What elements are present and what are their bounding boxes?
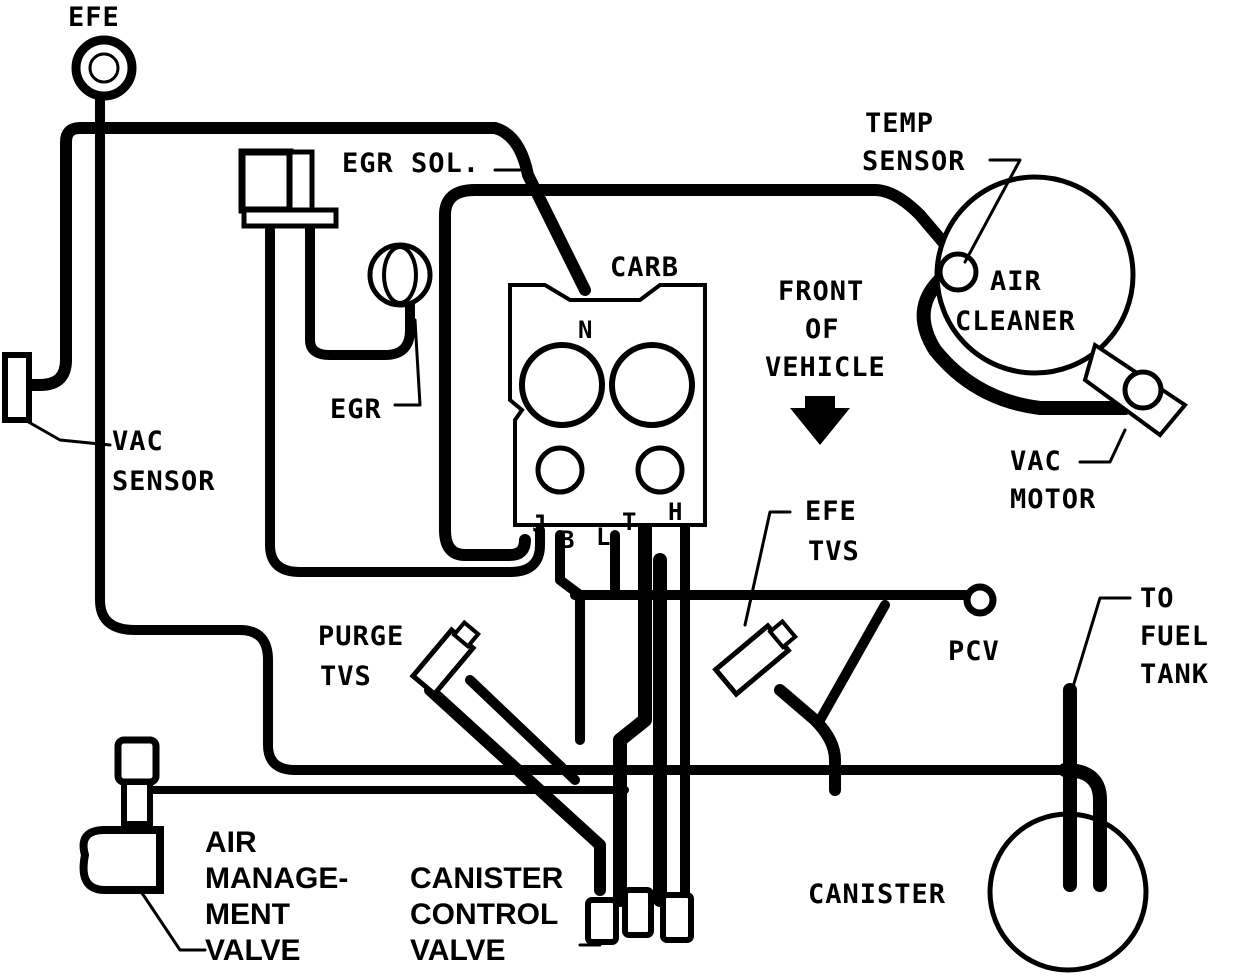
temp-sensor-port — [937, 251, 979, 293]
leader-temp-sensor — [963, 158, 1022, 264]
port-h: H — [668, 498, 682, 526]
front-arrow-icon — [790, 408, 850, 445]
amv-stem — [121, 779, 153, 827]
label-front: FRONT — [778, 276, 864, 307]
carburetor — [508, 283, 707, 527]
efe-inner-circle — [88, 52, 120, 84]
label-egr-sol: EGR SOL. — [342, 148, 480, 179]
leader-vac-sensor — [23, 418, 112, 447]
ccv-port-left — [585, 897, 619, 945]
label-purge-tvs-2: TVS — [320, 661, 372, 692]
hose-egr-sol-j — [265, 225, 545, 577]
vac-motor-circle — [1122, 369, 1164, 411]
hose-pcv-branch — [815, 600, 890, 725]
egr-sol-body — [238, 148, 294, 214]
hose-snorkel — [916, 273, 1132, 415]
label-ccv-2: CONTROL — [410, 898, 558, 931]
efe-tvs-cap — [767, 618, 799, 650]
efe-component — [71, 35, 137, 101]
leader-lines — [23, 158, 1132, 952]
egr-sol-side — [287, 149, 315, 213]
ccv-port-right — [660, 892, 694, 943]
label-amv-2: MANAGE- — [205, 862, 348, 895]
carb-bore-right — [609, 342, 695, 428]
label-carb: CARB — [610, 252, 679, 283]
amv-body — [79, 826, 164, 894]
efe-tvs — [712, 618, 799, 698]
label-fuel: FUEL — [1140, 621, 1209, 652]
label-efe-tvs-2: TVS — [808, 536, 860, 567]
egr-valve — [367, 242, 433, 308]
carb-secondary-left — [535, 445, 585, 495]
egr-sol-component — [238, 148, 339, 229]
hose-air-cleaner — [439, 184, 966, 561]
egr-valve-inner — [382, 245, 418, 305]
port-t: T — [622, 508, 636, 536]
port-j: J — [532, 510, 546, 538]
purge-tvs-cap — [451, 619, 481, 650]
label-air: AIR — [990, 266, 1042, 297]
pcv-valve — [963, 583, 997, 617]
label-of: OF — [805, 314, 840, 345]
leader-vac-motor — [1078, 428, 1127, 464]
canister-body — [987, 811, 1149, 973]
hose-vac-sensor — [12, 122, 501, 391]
label-tank: TANK — [1140, 659, 1209, 690]
port-b: B — [560, 526, 574, 554]
label-vac-sensor-2: SENSOR — [112, 466, 216, 497]
label-ccv-1: CANISTER — [410, 862, 564, 895]
egr-sol-bracket — [241, 207, 339, 229]
label-efe: EFE — [68, 2, 120, 33]
label-to: TO — [1140, 583, 1175, 614]
label-amv-1: AIR — [205, 826, 257, 859]
label-vac-motor-2: MOTOR — [1010, 484, 1096, 515]
hose-left-main — [95, 123, 1070, 775]
port-l: L — [596, 523, 610, 551]
hose-egr-sol-egr — [305, 220, 415, 360]
label-ccv-3: VALVE — [410, 934, 506, 967]
carb-bore-left — [519, 342, 605, 428]
label-cleaner: CLEANER — [955, 306, 1076, 337]
label-amv-4: VALVE — [205, 934, 301, 967]
label-vac-sensor-1: VAC — [112, 426, 164, 457]
labels: EFE EGR SOL. CARB TEMP SENSOR AIR CLEANE… — [68, 2, 1209, 967]
label-amv-3: MENT — [205, 898, 290, 931]
label-vac-motor-1: VAC — [1010, 446, 1062, 477]
label-temp: TEMP — [865, 108, 934, 139]
label-sensor: SENSOR — [862, 146, 966, 177]
label-canister: CANISTER — [808, 879, 946, 910]
label-efe-tvs-1: EFE — [805, 496, 857, 527]
label-vehicle: VEHICLE — [765, 352, 886, 383]
hose-purge-tvs — [424, 684, 606, 896]
label-egr: EGR — [330, 394, 382, 425]
purge-tvs — [409, 619, 481, 698]
vac-sensor-block — [2, 352, 32, 423]
label-purge-tvs-1: PURGE — [318, 621, 404, 652]
leader-egr — [393, 318, 422, 407]
egr-valve-outer — [367, 242, 433, 308]
air-management-valve — [79, 736, 164, 894]
hose-carb-t — [613, 518, 652, 907]
label-pcv: PCV — [948, 636, 1000, 667]
hose-purge-tvs-2 — [465, 675, 580, 785]
hose-carb-n — [489, 122, 591, 296]
carb-secondary-right — [635, 445, 685, 495]
leader-amv — [138, 888, 207, 952]
carb-port-labels: N J B L T H — [532, 316, 682, 554]
leader-fuel-tank — [1070, 596, 1132, 692]
ccv-port-mid — [622, 887, 654, 938]
port-n: N — [578, 316, 592, 344]
hose-carb-b — [555, 530, 585, 745]
front-arrow-stem — [805, 396, 835, 410]
amv-top — [114, 736, 160, 786]
vacuum-hoses — [12, 85, 1132, 910]
leader-efe-tvs — [743, 510, 792, 627]
